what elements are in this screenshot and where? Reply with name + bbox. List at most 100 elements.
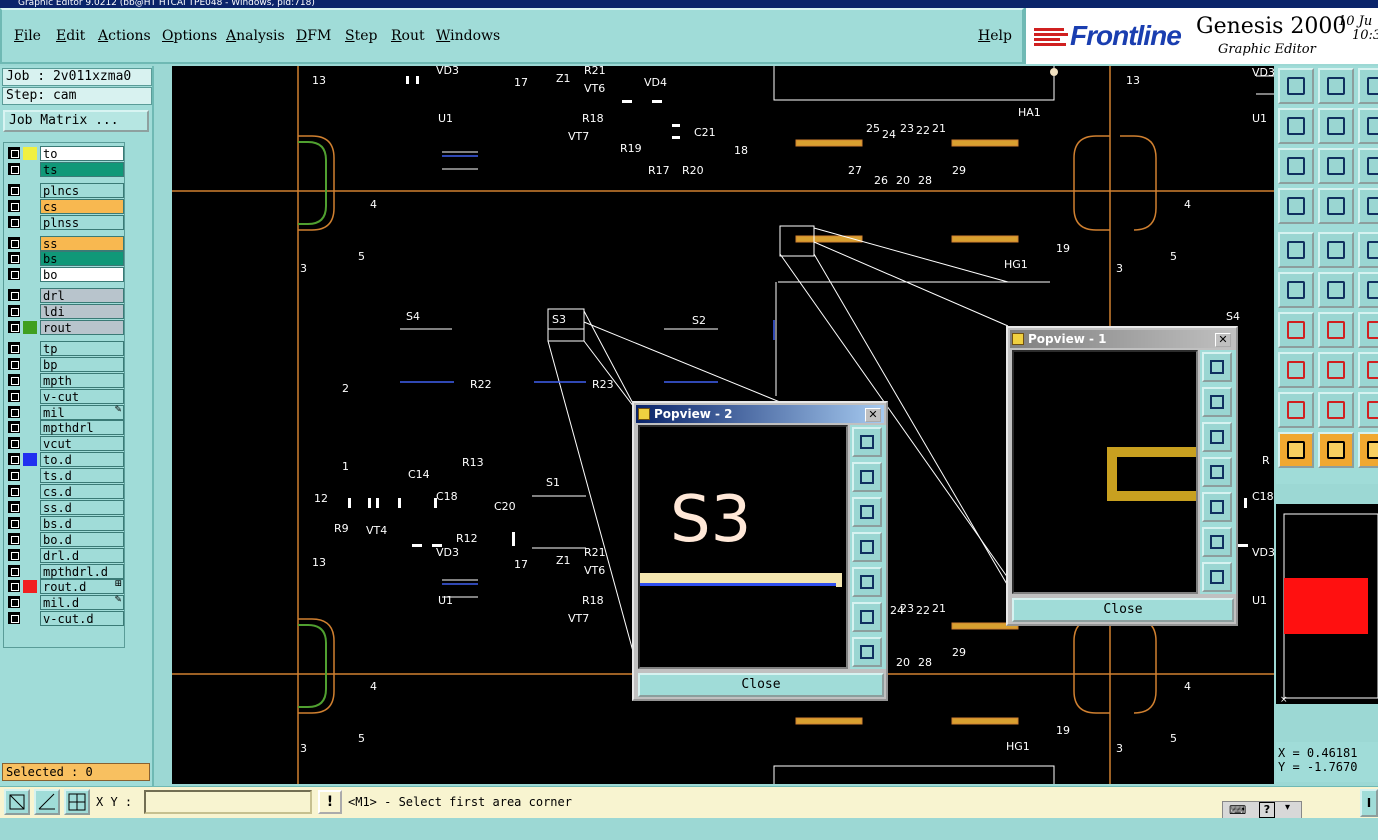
popview-1-zoom-up-button[interactable] [1202,387,1232,417]
layer-checkbox[interactable] [8,532,20,545]
layer-name[interactable]: mpthdrl.d [40,563,124,579]
job-matrix-button[interactable]: Job Matrix ... [3,110,149,132]
popview-2-close-x-button[interactable]: ✕ [865,408,881,422]
layer-checkbox[interactable] [8,236,20,249]
layer-row[interactable]: rout.d⊞ [6,579,124,595]
layer-row[interactable]: bs.d [6,515,124,531]
layer-row[interactable]: vcut [6,436,124,452]
pointer-box-button[interactable] [1318,432,1354,468]
layer-row[interactable]: v-cut.d [6,611,124,627]
layer-row[interactable]: drl.d [6,547,124,563]
popview-2-window[interactable]: Popview - 2 ✕ S3 Close [632,401,888,701]
zoom-fit-button[interactable] [1278,148,1314,184]
layer-checkbox[interactable] [8,500,20,513]
menu-dfm[interactable]: DFM [296,28,332,44]
tray-dropdown-icon[interactable]: ▾ [1285,802,1291,813]
layer-row[interactable]: cs [6,198,124,214]
layer-checkbox[interactable] [8,580,20,593]
layer-checkbox[interactable] [8,321,20,333]
triangle-edit-button[interactable] [1278,392,1314,428]
layer-checkbox[interactable] [8,405,20,418]
layer-checkbox[interactable] [8,421,20,434]
zoom-house-button[interactable] [1358,68,1378,104]
menu-windows[interactable]: Windows [436,28,501,44]
layer-name[interactable]: bs [40,251,124,267]
popview-2-zoom-down-button[interactable] [852,497,882,527]
layer-checkbox[interactable] [8,199,20,212]
layer-name[interactable]: ts [40,161,124,177]
layer-checkbox[interactable] [8,453,20,466]
layer-checkbox[interactable] [8,469,20,482]
layer-row[interactable]: v-cut [6,388,124,404]
layer-row[interactable]: ss [6,235,124,251]
layer-checkbox[interactable] [8,389,20,402]
popview-2-titlebar[interactable]: Popview - 2 ✕ [636,405,884,423]
menu-file[interactable]: File [14,28,41,44]
measure-button[interactable] [34,789,60,815]
pointer-button[interactable] [1278,432,1314,468]
info-button[interactable]: I [1360,789,1378,817]
scale-1-1-button[interactable] [1358,148,1378,184]
menu-step[interactable]: Step [345,28,378,44]
layer-name[interactable]: mpthdrl [40,420,124,436]
popview-1-close-button[interactable]: Close [1012,598,1234,622]
layer-name[interactable]: mil.d [40,595,124,611]
popview-1-viewport[interactable] [1012,350,1198,594]
snap-line-button[interactable] [1318,232,1354,268]
layer-row[interactable]: plncs [6,182,124,198]
layer-row[interactable]: ldi [6,304,124,320]
layer-row[interactable]: bs [6,251,124,267]
popview-2-pan-left-button[interactable] [852,532,882,562]
overview-map[interactable]: × [1276,504,1378,705]
layer-row[interactable]: mpthdrl.d [6,563,124,579]
layer-checkbox[interactable] [8,268,20,281]
layer-name[interactable]: bp [40,356,124,372]
layer-row[interactable]: drl [6,288,124,304]
layer-name[interactable]: ss [40,235,124,251]
layer-checkbox[interactable] [8,437,20,450]
snap-mode-button[interactable] [4,789,30,815]
layer-checkbox[interactable] [8,341,20,354]
menu-rout[interactable]: Rout [391,28,425,44]
layer-name[interactable]: drl [40,288,124,304]
layer-row[interactable]: to [6,146,124,161]
layer-row[interactable]: to.d [6,452,124,468]
arc-edit-button[interactable] [1358,392,1378,428]
triangle-select-button[interactable] [1318,392,1354,428]
cross-select-button[interactable] [1318,272,1354,308]
rotate-button[interactable] [1358,312,1378,348]
layer-name[interactable]: cs.d [40,484,124,499]
layer-checkbox[interactable] [8,215,20,228]
draw-segment-button[interactable] [1318,312,1354,348]
layer-row[interactable]: ss.d [6,499,124,515]
menu-edit[interactable]: Edit [56,28,86,44]
layer-name[interactable]: vcut [40,436,124,452]
pan-left-button[interactable] [1278,108,1314,144]
popview-1-titlebar[interactable]: Popview - 1 ✕ [1010,330,1234,348]
popview-1-center-button[interactable] [1202,562,1232,592]
popview-1-pan-left-button[interactable] [1202,457,1232,487]
layer-name[interactable]: bo [40,267,124,283]
popview-1-fit-button[interactable] [1202,527,1232,557]
layer-row[interactable]: tp [6,340,124,356]
layer-checkbox[interactable] [8,289,20,302]
layer-name[interactable]: to [40,146,124,161]
layer-name[interactable]: mil [40,404,124,420]
layer-name[interactable]: bs.d [40,515,124,531]
mirror-button[interactable] [1358,352,1378,388]
layer-name[interactable]: rout [40,320,124,335]
layer-name[interactable]: v-cut [40,388,124,404]
zoom-home-button[interactable] [1278,68,1314,104]
layer-name[interactable]: rout.d [40,579,124,595]
layer-row[interactable]: bo.d [6,531,124,547]
layer-checkbox[interactable] [8,183,20,196]
menu-actions[interactable]: Actions [98,28,151,44]
popview-1-pan-right-button[interactable] [1202,492,1232,522]
popview-2-zoom-up-button[interactable] [852,462,882,492]
layer-row[interactable]: plnss [6,214,124,230]
settings-button[interactable] [1278,188,1314,224]
layer-row[interactable]: bp [6,356,124,372]
popview-2-zoom-in-button[interactable] [852,427,882,457]
net-select-button[interactable] [1358,188,1378,224]
layer-name[interactable]: tp [40,340,124,356]
